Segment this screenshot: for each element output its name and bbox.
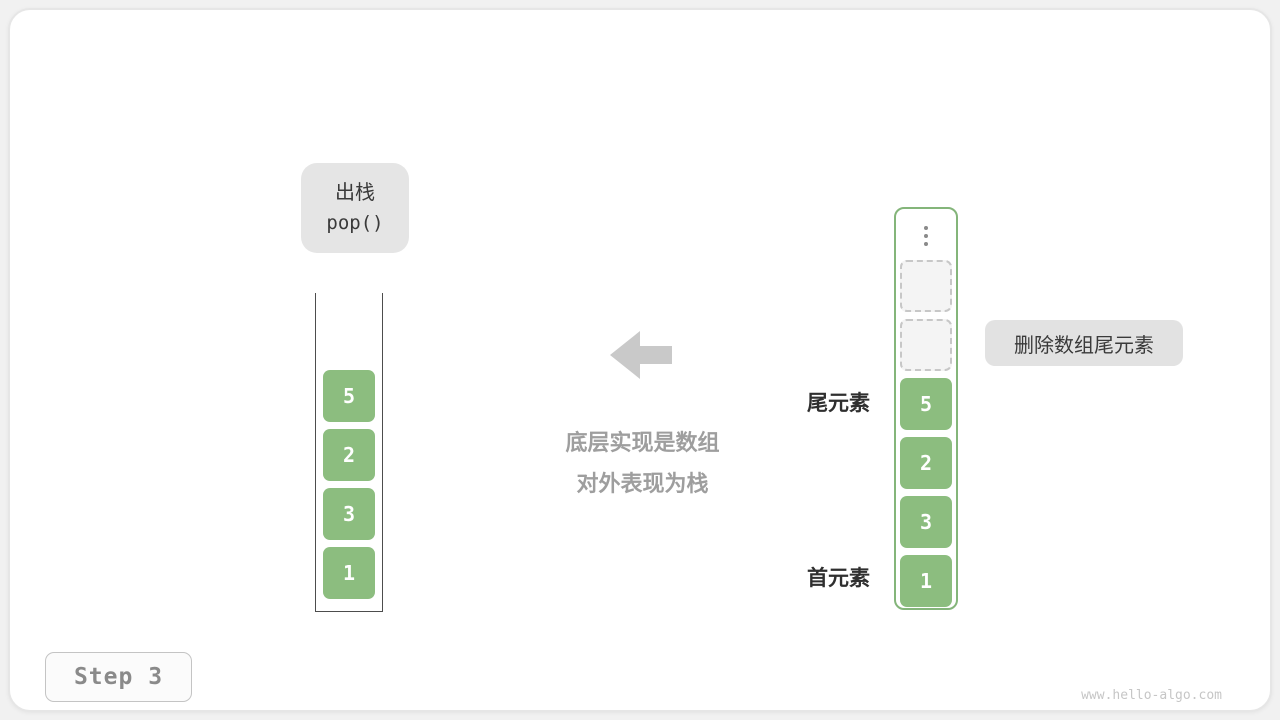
caption-line-1: 底层实现是数组 xyxy=(565,431,720,456)
left-arrow-icon xyxy=(610,331,672,379)
operation-name: 出栈 xyxy=(335,180,375,204)
stack-container: 5 2 3 1 xyxy=(315,293,383,612)
step-indicator: Step 3 xyxy=(45,652,192,702)
ellipsis-icon xyxy=(924,219,928,253)
stack-cell: 1 xyxy=(323,547,375,599)
center-caption: 底层实现是数组 对外表现为栈 xyxy=(505,423,780,505)
stack-cell: 3 xyxy=(323,488,375,540)
ellipsis-dot xyxy=(924,226,928,230)
array-cell: 1 xyxy=(900,555,952,607)
stack-cell: 5 xyxy=(323,370,375,422)
ellipsis-dot xyxy=(924,234,928,238)
array-container: 5 2 3 1 xyxy=(894,207,958,610)
stack-cell: 2 xyxy=(323,429,375,481)
pop-operation-label: 出栈 pop() xyxy=(301,163,409,253)
empty-slot xyxy=(900,319,952,371)
ellipsis-dot xyxy=(924,242,928,246)
watermark-url: www.hello-algo.com xyxy=(1081,688,1222,703)
figure-card: 出栈 pop() 5 2 3 1 底层实现是数组 对外表现为栈 xyxy=(8,8,1272,712)
array-cell: 3 xyxy=(900,496,952,548)
array-cell: 2 xyxy=(900,437,952,489)
tail-element-label: 尾元素 xyxy=(807,391,870,415)
head-element-label: 首元素 xyxy=(807,566,870,590)
caption-line-2: 对外表现为栈 xyxy=(576,472,709,497)
delete-note-label: 删除数组尾元素 xyxy=(985,320,1183,366)
array-cell: 5 xyxy=(900,378,952,430)
empty-slot xyxy=(900,260,952,312)
operation-code: pop() xyxy=(326,212,384,234)
